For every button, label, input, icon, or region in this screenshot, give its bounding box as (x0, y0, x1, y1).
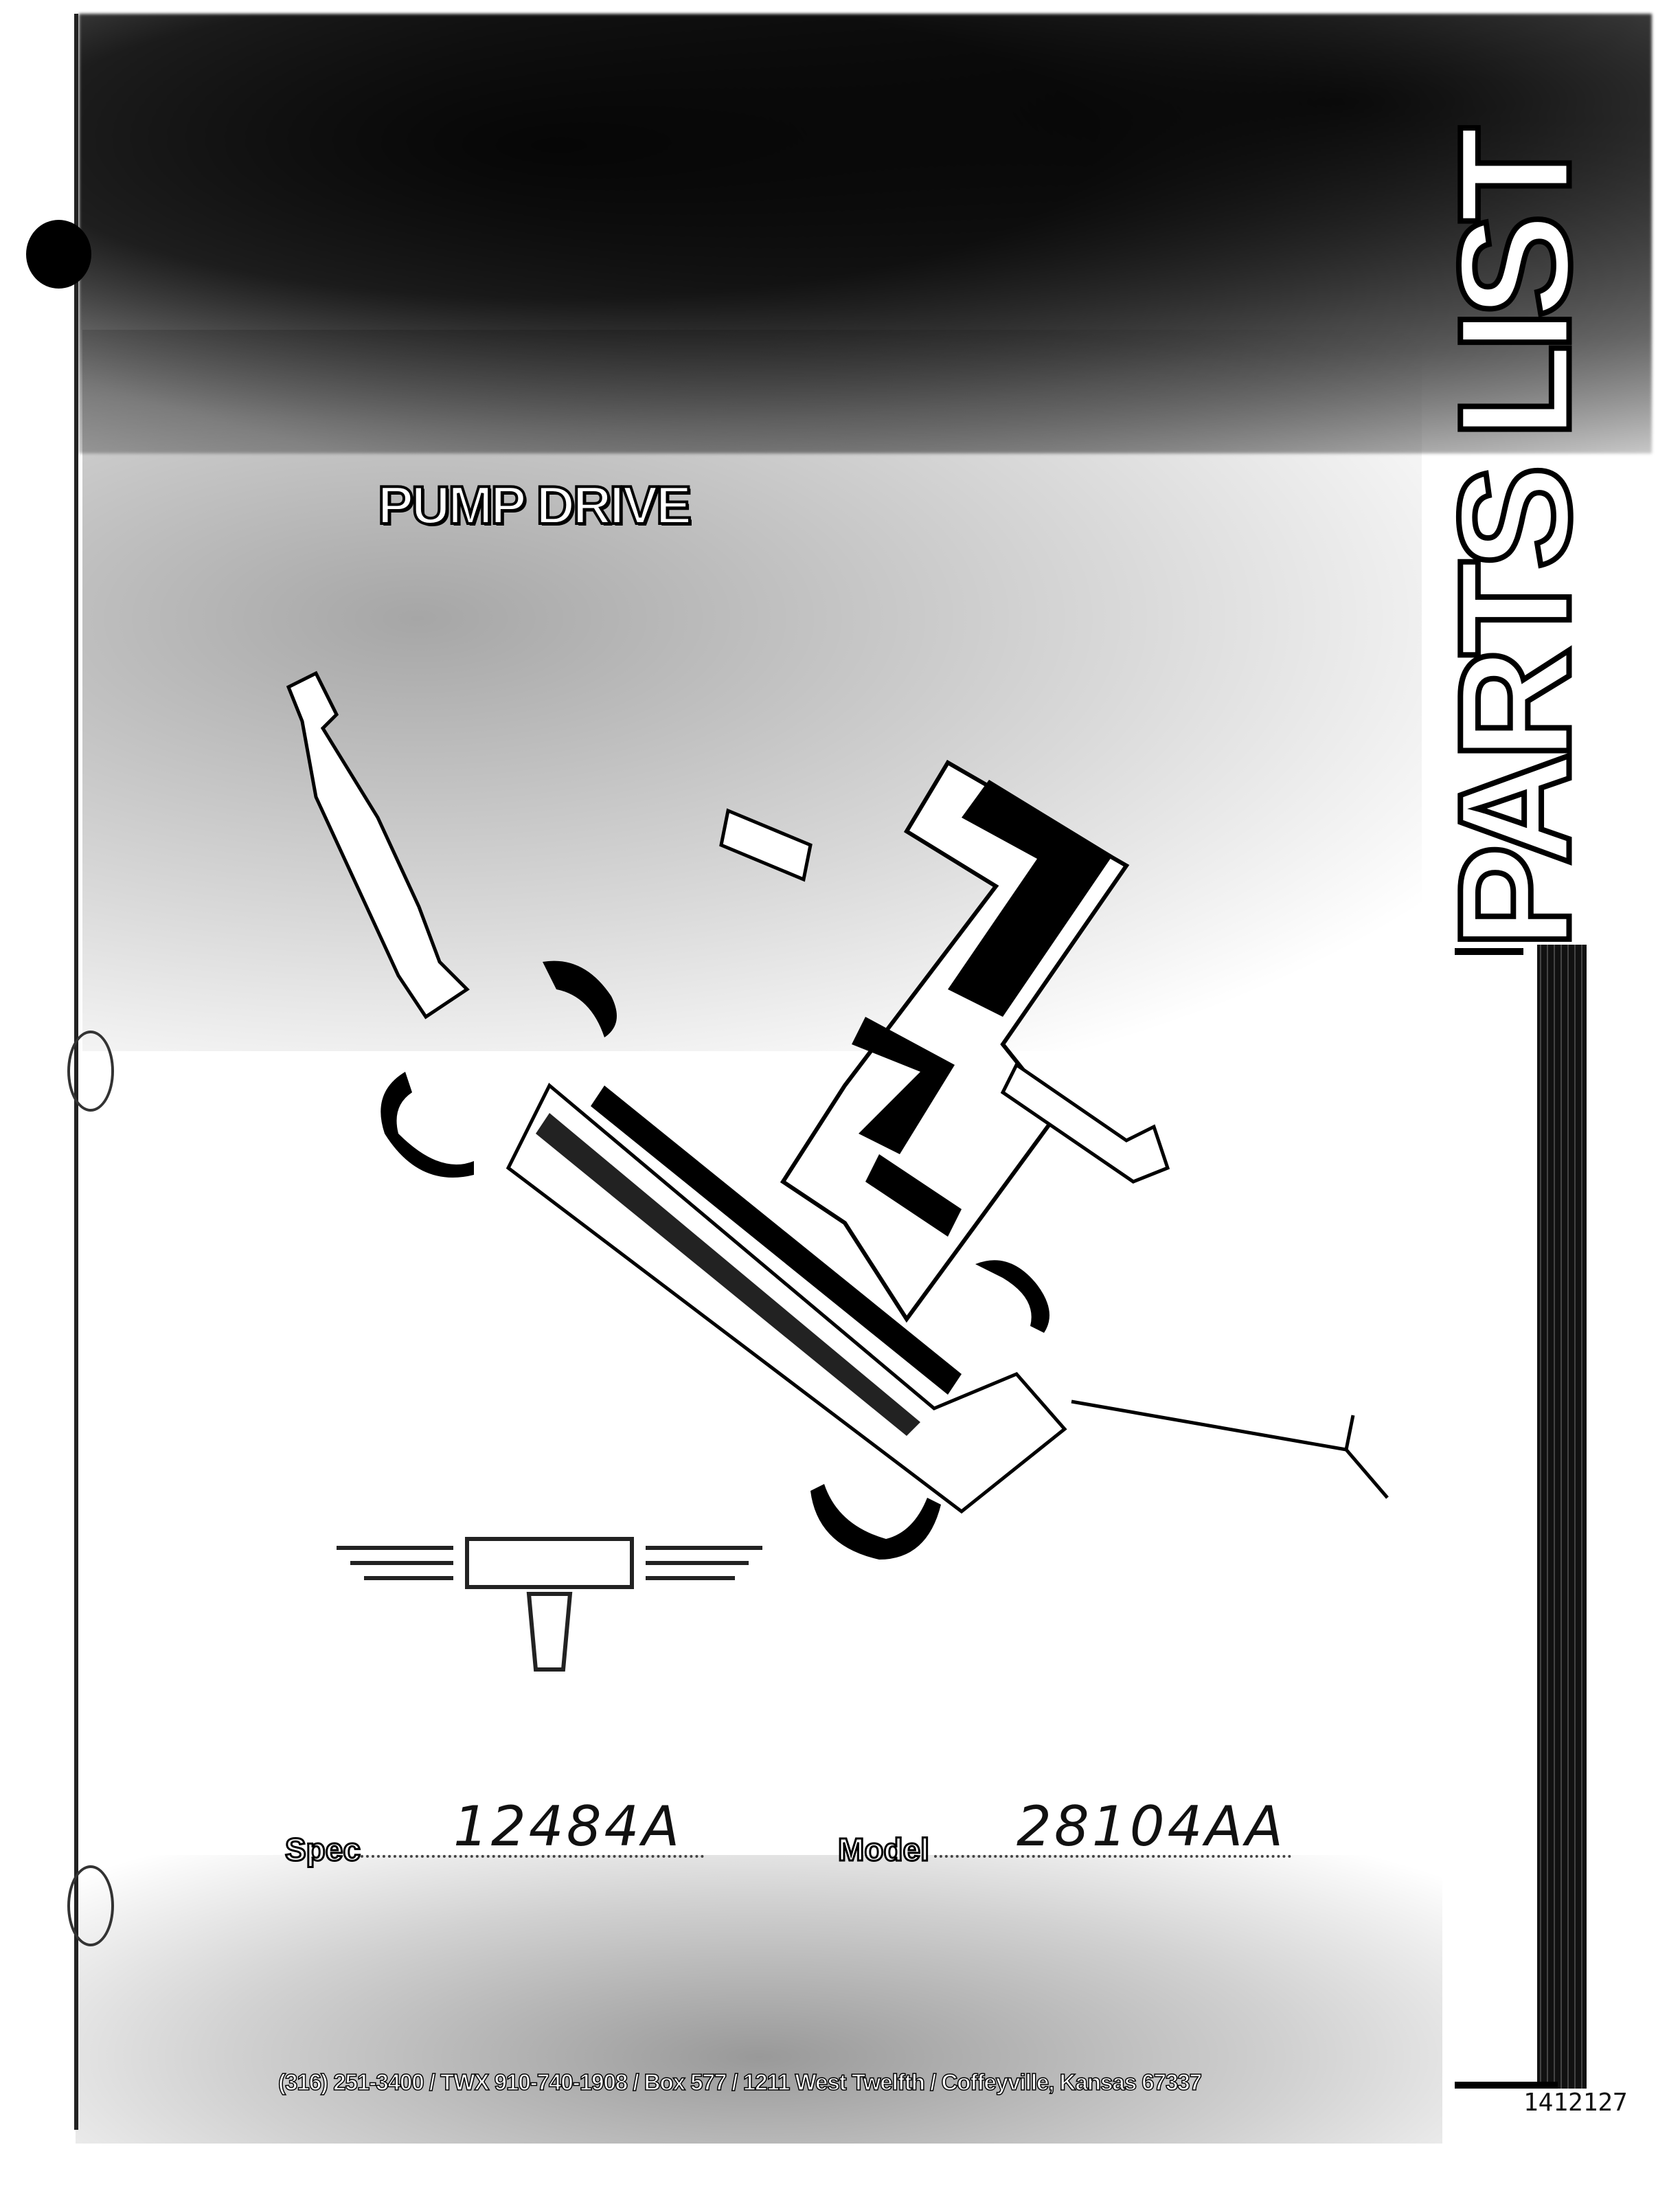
company-address: (316) 251-3400 / TWX 910-740-1908 / Box … (277, 2069, 1203, 2095)
photocopy-noise-bottom (76, 1855, 1442, 2144)
product-title: PUMP DRIVE (376, 473, 693, 537)
side-bar (1537, 945, 1587, 2089)
side-title: PARTS LIST (1424, 133, 1606, 953)
side-bar-top-rule (1455, 948, 1523, 955)
model-label: Model (837, 1831, 931, 1869)
drive-rod (1071, 1399, 1389, 1499)
housing-body (506, 1083, 1067, 1514)
output-shaft (286, 671, 470, 1020)
gear-case (780, 759, 1130, 1323)
spec-dotted-line (361, 1855, 704, 1858)
binder-hole-middle (67, 1031, 114, 1112)
document-number: 1412127 (1523, 2089, 1628, 2117)
side-title-block: PARTS LIST (1424, 133, 1606, 953)
photocopy-noise-top (79, 14, 1652, 453)
bearing-caps (381, 960, 1049, 1560)
input-shaft (719, 808, 1170, 1184)
spec-label: Spec (284, 1831, 362, 1869)
spec-value: 12484A (453, 1795, 683, 1858)
model-dotted-line (934, 1855, 1291, 1858)
company-logo (337, 1537, 762, 1672)
side-bar-bottom-rule (1455, 2082, 1558, 2089)
pump-drive-illustration (286, 671, 1389, 1560)
binder-hole-bottom (67, 1865, 114, 1946)
binder-hole-top (26, 220, 91, 289)
model-value: 28104AA (1017, 1795, 1286, 1858)
